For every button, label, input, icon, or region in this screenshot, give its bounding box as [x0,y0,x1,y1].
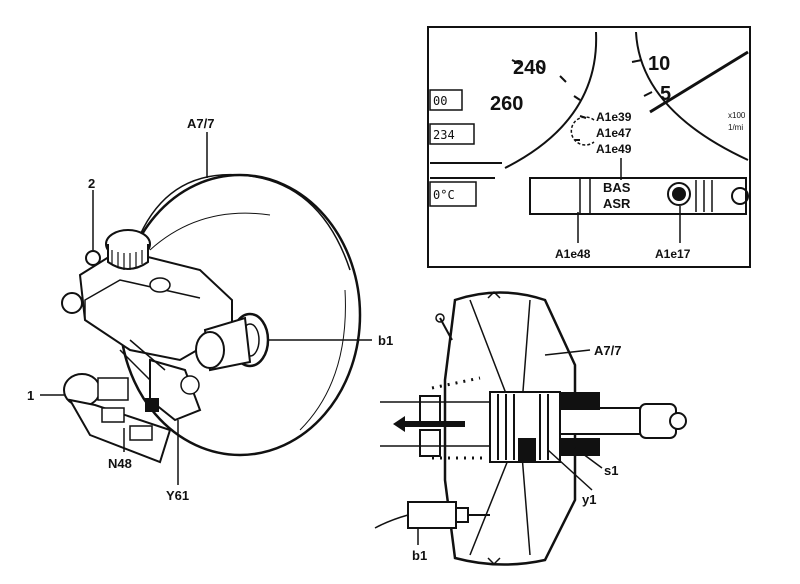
speedometer-arc [504,31,598,169]
bracket-n48 [68,398,172,464]
tachometer-needle [649,50,749,114]
inset-frame [427,26,751,268]
warning-lamp-panel [529,177,747,215]
speed-tick-240: 240 [513,57,546,79]
lamp-dashed-outline [570,116,595,146]
label-a1e49: A1e49 [596,142,632,156]
rpm-tick-5: 5 [660,83,671,105]
part-1-body [63,373,101,407]
label-a1e39: A1e39 [596,110,632,124]
lcd-top-text: 00 [433,94,447,108]
lcd-mid [429,123,475,145]
part-2-fitting [85,250,101,266]
abs-warning-lamp [667,182,691,206]
brake-booster-external: A7/7 2 b1 1 N48 Y61 [27,116,393,503]
label-y61: Y61 [166,488,189,503]
rpm-unit-1: x100 [728,111,746,120]
brake-booster-section: A7/7 s1 y1 b1 [374,290,687,566]
lcd-temp-text: 0°C [433,188,455,202]
label-a1e47: A1e47 [596,126,632,140]
label-section-b1: b1 [412,548,427,563]
label-booster-a77: A7/7 [187,116,214,131]
asr-text: ASR [603,196,631,211]
lcd-top [429,89,463,111]
rpm-unit-2: 1/mi [728,123,743,132]
speed-tick-260: 260 [490,93,523,115]
valve-y61 [149,358,202,422]
flow-arrow [393,416,465,432]
label-section-s1: s1 [604,463,618,478]
lamp-partial [731,187,749,205]
bas-text: BAS [603,180,631,195]
label-n48: N48 [108,456,132,471]
instrument-cluster-inset: 240 260 10 5 x100 1/mi 00 234 0°C BAS AS… [427,26,751,268]
label-b1-left: b1 [378,333,393,348]
label-section-y1: y1 [582,492,596,507]
lcd-mid-text: 234 [433,128,455,142]
label-part-2: 2 [88,176,95,191]
label-a1e17: A1e17 [655,247,691,261]
label-part-1: 1 [27,388,34,403]
lcd-temp [429,181,477,207]
section-sensor-b1 [407,501,457,529]
label-section-a77: A7/7 [594,343,621,358]
rpm-tick-10: 10 [648,53,670,75]
label-a1e48: A1e48 [555,247,591,261]
